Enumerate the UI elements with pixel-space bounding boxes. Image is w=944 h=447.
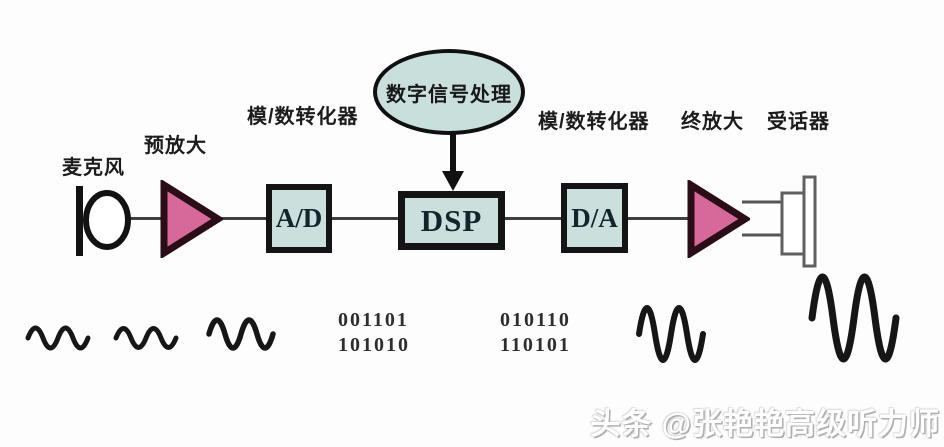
final-amp-label: 终放大 [681, 111, 744, 133]
ad-converter-block: A/D [266, 184, 332, 253]
final-amp-triangle-icon [687, 180, 750, 258]
dac-label: 模/数转化器 [538, 111, 650, 133]
binary-group-da: 010110 110101 [500, 308, 571, 358]
connector-mic-preamp [122, 217, 166, 220]
preamp-label: 预放大 [144, 135, 207, 157]
wave-final-output-icon [808, 273, 900, 363]
binary-line: 101010 [338, 334, 410, 356]
binary-line: 001101 [338, 309, 409, 331]
preamp-triangle-icon [160, 180, 223, 258]
receiver-label: 受话器 [767, 111, 830, 133]
connector-dsp-da [502, 217, 564, 220]
microphone-label: 麦克风 [62, 157, 125, 179]
binary-line: 110101 [500, 334, 571, 356]
binary-line: 010110 [500, 309, 571, 331]
connector-preamp-ad [213, 217, 269, 220]
microphone-icon [76, 186, 131, 256]
dsp-block: DSP [398, 191, 505, 250]
wave-input-1-icon [25, 325, 91, 351]
da-converter-block: D/A [561, 183, 628, 253]
wave-amplified-icon [206, 317, 276, 351]
wave-output-icon [636, 305, 706, 363]
connector-da-finalamp [625, 217, 693, 220]
down-arrow-icon [442, 133, 464, 191]
speaker-receiver-icon [742, 175, 817, 268]
wave-input-2-icon [113, 326, 179, 350]
connector-ad-dsp [329, 217, 401, 220]
adc-label: 模/数转化器 [247, 106, 359, 128]
dsp-ellipse: 数字信号处理 [373, 49, 525, 135]
watermark-text: 头条 @张艳艳高级听力师 [590, 408, 940, 441]
binary-group-ad: 001101 101010 [338, 308, 410, 358]
